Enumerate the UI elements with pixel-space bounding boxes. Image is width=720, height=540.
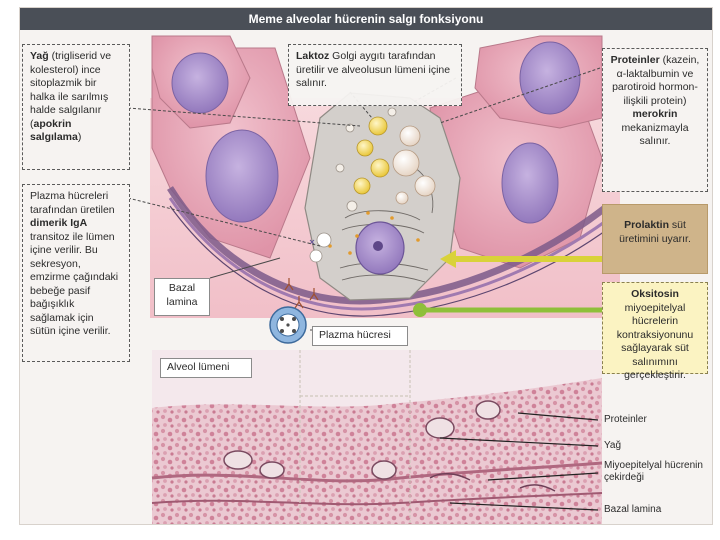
- histology-basal-lamina-label: Bazal lamina: [604, 504, 662, 515]
- figure: Meme alveolar hücrenin salgı fonksiyonu: [20, 8, 712, 524]
- histology-myoepithelial-label: Miyoepitelyal hücrenin çekirdeği: [604, 460, 703, 483]
- plasma-cell-label: Plazma hücresi: [312, 326, 408, 346]
- fat-secretion-label: Yağ (trigliserid ve kolesterol) ince sit…: [22, 44, 130, 170]
- secretory-cell: [304, 92, 461, 301]
- oxytocin-label: Oksitosin miyoepitelyal hücrelerin kontr…: [602, 282, 708, 381]
- prolactin-label: Prolaktin süt üretimini uyarır.: [602, 204, 708, 274]
- figure-title: Meme alveolar hücrenin salgı fonksiyonu: [20, 8, 712, 30]
- histology-pointers: [439, 412, 599, 511]
- iga-molecules: [284, 278, 319, 309]
- histology-fat-label: Yağ: [604, 440, 622, 451]
- alveolar-lumen-label: Alveol lümeni: [160, 358, 252, 378]
- oxytocin-arrow: [413, 303, 602, 317]
- neighbor-cell-top-left: [151, 35, 251, 129]
- iga-secretion-label: Plazma hücreleri tarafından üretilen dim…: [22, 184, 130, 362]
- plasma-cell: [269, 306, 307, 344]
- histology-panel: [151, 350, 603, 524]
- secretory-droplets: [328, 107, 436, 255]
- basal-lamina-label: Bazal lamina: [154, 278, 210, 316]
- iga-vesicles: [309, 232, 332, 263]
- prolactin-arrow: [440, 250, 602, 268]
- histology-proteins-label: Proteinler: [604, 414, 647, 425]
- cell-diagram: [127, 35, 620, 524]
- protein-secretion-label: Proteinler (kazein, α-laktalbumin ve par…: [602, 48, 708, 192]
- neighbor-cell-right: [429, 87, 603, 269]
- lactose-label: Laktoz Golgi aygıtı tarafından üretilir …: [288, 44, 462, 106]
- neighbor-cell-top-right: [474, 35, 603, 129]
